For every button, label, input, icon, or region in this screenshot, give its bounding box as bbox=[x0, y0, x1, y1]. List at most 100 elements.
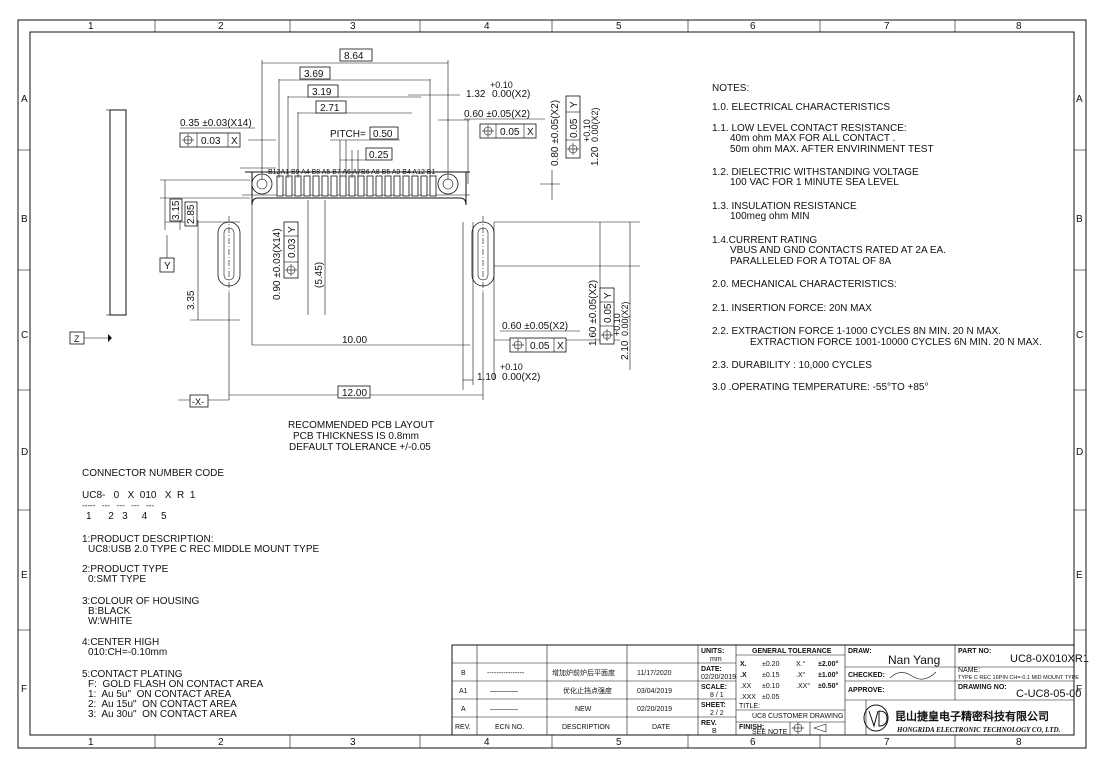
title-label: TITLE: bbox=[739, 703, 760, 710]
row-label: F bbox=[1076, 684, 1082, 695]
date-value: 02/20/2019 bbox=[701, 674, 736, 681]
title-block: B ---------------- 增加炉前炉后平面度 11/17/2020 … bbox=[451, 644, 1089, 736]
dim-0-25: 0.25 bbox=[369, 150, 389, 161]
draw-label: DRAW: bbox=[848, 648, 872, 655]
row-label: B bbox=[1076, 214, 1083, 225]
drawing-no-label: DRAWING NO: bbox=[958, 684, 1007, 691]
zone-ticks bbox=[18, 20, 1086, 748]
col-label: 6 bbox=[750, 737, 756, 748]
scale-label: SCALE: bbox=[701, 684, 727, 691]
code-item: 5:CONTACT PLATING bbox=[82, 669, 183, 680]
checked-label: CHECKED: bbox=[848, 672, 885, 679]
gt-cell: ±0.05 bbox=[762, 694, 780, 701]
note-line: 2.0. MECHANICAL CHARACTERISTICS: bbox=[712, 279, 897, 290]
scale-value: 8 / 1 bbox=[710, 692, 724, 699]
units-label: UNITS: bbox=[701, 648, 724, 655]
datum-y: Y bbox=[164, 261, 171, 272]
gt-cell: .XXX bbox=[740, 694, 756, 701]
rev-row-desc: NEW bbox=[575, 706, 592, 713]
dim-0-90: 0.90 ±0.03(X14) bbox=[272, 228, 283, 300]
col-label: 6 bbox=[750, 21, 756, 32]
row-label: F bbox=[21, 684, 27, 695]
rev-row-rev: B bbox=[461, 670, 466, 677]
fcf-0-03: 0.03 bbox=[201, 136, 221, 147]
rev-row-date: 03/04/2019 bbox=[637, 688, 672, 695]
pcb-title: RECOMMENDED PCB LAYOUT bbox=[288, 420, 434, 431]
note-line: 40m ohm MAX FOR ALL CONTACT . bbox=[730, 133, 895, 144]
gt-cell: ±2.00° bbox=[818, 660, 838, 668]
dim-0-80: 0.80 ±0.05(X2) bbox=[550, 100, 561, 166]
dim-0-60-b: 0.60 ±0.05(X2) bbox=[502, 321, 568, 332]
code-item: F: GOLD FLASH ON CONTACT AREA bbox=[88, 679, 264, 690]
col-label: 1 bbox=[88, 737, 94, 748]
company-name-en: HONGRIDA ELECTRONIC TECHNOLOGY CO, LTD. bbox=[896, 726, 1061, 734]
note-line: VBUS AND GND CONTACTS RATED AT 2A EA. bbox=[730, 245, 946, 256]
dim-8-64: 8.64 bbox=[344, 51, 364, 62]
fcf-0-05-y: 0.05 bbox=[569, 118, 580, 138]
description-header: DESCRIPTION bbox=[562, 724, 610, 731]
fcf-datum-y: Y bbox=[569, 101, 580, 108]
code-item: 3:COLOUR OF HOUSING bbox=[82, 596, 199, 607]
rev-row-rev: A bbox=[461, 706, 466, 713]
code-item: 2:PRODUCT TYPE bbox=[82, 564, 169, 575]
note-line: 100 VAC FOR 1 MINUTE SEA LEVEL bbox=[730, 177, 899, 188]
row-label: E bbox=[21, 570, 28, 581]
note-line: EXTRACTION FORCE 1001-10000 CYCLES 6N MI… bbox=[750, 337, 1042, 348]
row-label: B bbox=[21, 214, 28, 225]
datum-z: Z bbox=[74, 334, 80, 344]
dim-12-00: 12.00 bbox=[342, 388, 367, 399]
general-tolerance-title: GENERAL TOLERANCE bbox=[752, 648, 832, 655]
dim-0-60: 0.60 ±0.05(X2) bbox=[464, 109, 530, 120]
pcb-layout-notes: RECOMMENDED PCB LAYOUT PCB THICKNESS IS … bbox=[288, 420, 434, 453]
fcf-datum-y3: Y bbox=[603, 292, 614, 299]
connector-code-block: CONNECTOR NUMBER CODE UC8- 0 X 010 X R 1… bbox=[82, 468, 319, 720]
notes-block: NOTES: 1.0. ELECTRICAL CHARACTERISTICS 1… bbox=[712, 83, 1042, 393]
dim-1-10-tol-top: +0.10 bbox=[500, 362, 523, 372]
note-line: 1.4.CURRENT RATING bbox=[712, 235, 817, 246]
rev-row-ecn: ---------------- bbox=[487, 670, 525, 677]
rev-label: REV. bbox=[701, 720, 717, 727]
dim-1-10: 1.10 bbox=[477, 372, 497, 383]
note-line: NOTES: bbox=[712, 83, 749, 94]
dim-2-10-tol-bot: 0.00(X2) bbox=[620, 301, 630, 336]
fcf-datum-x3: X bbox=[557, 341, 564, 352]
units-value: mm bbox=[710, 656, 722, 663]
ecn-header: ECN NO. bbox=[495, 724, 524, 731]
code-item: 0:SMT TYPE bbox=[88, 574, 146, 585]
code-item: 4:CENTER HIGH bbox=[82, 637, 159, 648]
side-view: Z bbox=[69, 109, 127, 345]
row-label: A bbox=[21, 94, 28, 105]
rev-row-ecn: ———— bbox=[490, 706, 518, 713]
pcb-thickness: PCB THICKNESS IS 0.8mm bbox=[293, 431, 419, 442]
code-title: CONNECTOR NUMBER CODE bbox=[82, 468, 224, 479]
dim-1-32: 1.32 bbox=[466, 89, 486, 100]
col-label: 3 bbox=[350, 737, 356, 748]
gt-cell: .XX° bbox=[796, 682, 810, 690]
note-line: PARALLELED FOR A TOTAL OF 8A bbox=[730, 256, 892, 267]
fcf-0-05: 0.05 bbox=[500, 127, 520, 138]
col-label: 5 bbox=[616, 21, 622, 32]
col-label: 7 bbox=[884, 21, 890, 32]
rev-row-ecn: ———— bbox=[490, 688, 518, 695]
pcb-tolerance: DEFAULT TOLERANCE +/-0.05 bbox=[289, 442, 431, 453]
dim-1-20-tol-bot: 0.00(X2) bbox=[590, 107, 600, 142]
gt-cell: ±0.15 bbox=[762, 672, 780, 679]
fcf-datum-x2: X bbox=[527, 127, 534, 138]
rev-value: B bbox=[712, 728, 717, 735]
code-item: UC8:USB 2.0 TYPE C REC MIDDLE MOUNT TYPE bbox=[88, 544, 319, 555]
gt-cell: X.° bbox=[796, 660, 806, 668]
dim-1-10-tol-bot: 0.00(X2) bbox=[502, 372, 540, 383]
rev-header: REV. bbox=[455, 724, 471, 731]
row-label: D bbox=[21, 447, 28, 458]
code-item: 3: Au 30u" ON CONTACT AREA bbox=[88, 709, 237, 720]
col-label: 8 bbox=[1016, 21, 1022, 32]
fcf-0-05-y2: 0.05 bbox=[603, 303, 614, 323]
col-label: 4 bbox=[484, 21, 490, 32]
approve-label: APPROVE: bbox=[848, 687, 885, 694]
col-label: 8 bbox=[1016, 737, 1022, 748]
code-item: 1:PRODUCT DESCRIPTION: bbox=[82, 534, 214, 545]
rev-row-date: 11/17/2020 bbox=[637, 670, 672, 677]
col-label: 7 bbox=[884, 737, 890, 748]
gt-cell: ±1.00° bbox=[818, 671, 838, 679]
part-no-value: UC8-0X010XR1 bbox=[1010, 653, 1089, 665]
